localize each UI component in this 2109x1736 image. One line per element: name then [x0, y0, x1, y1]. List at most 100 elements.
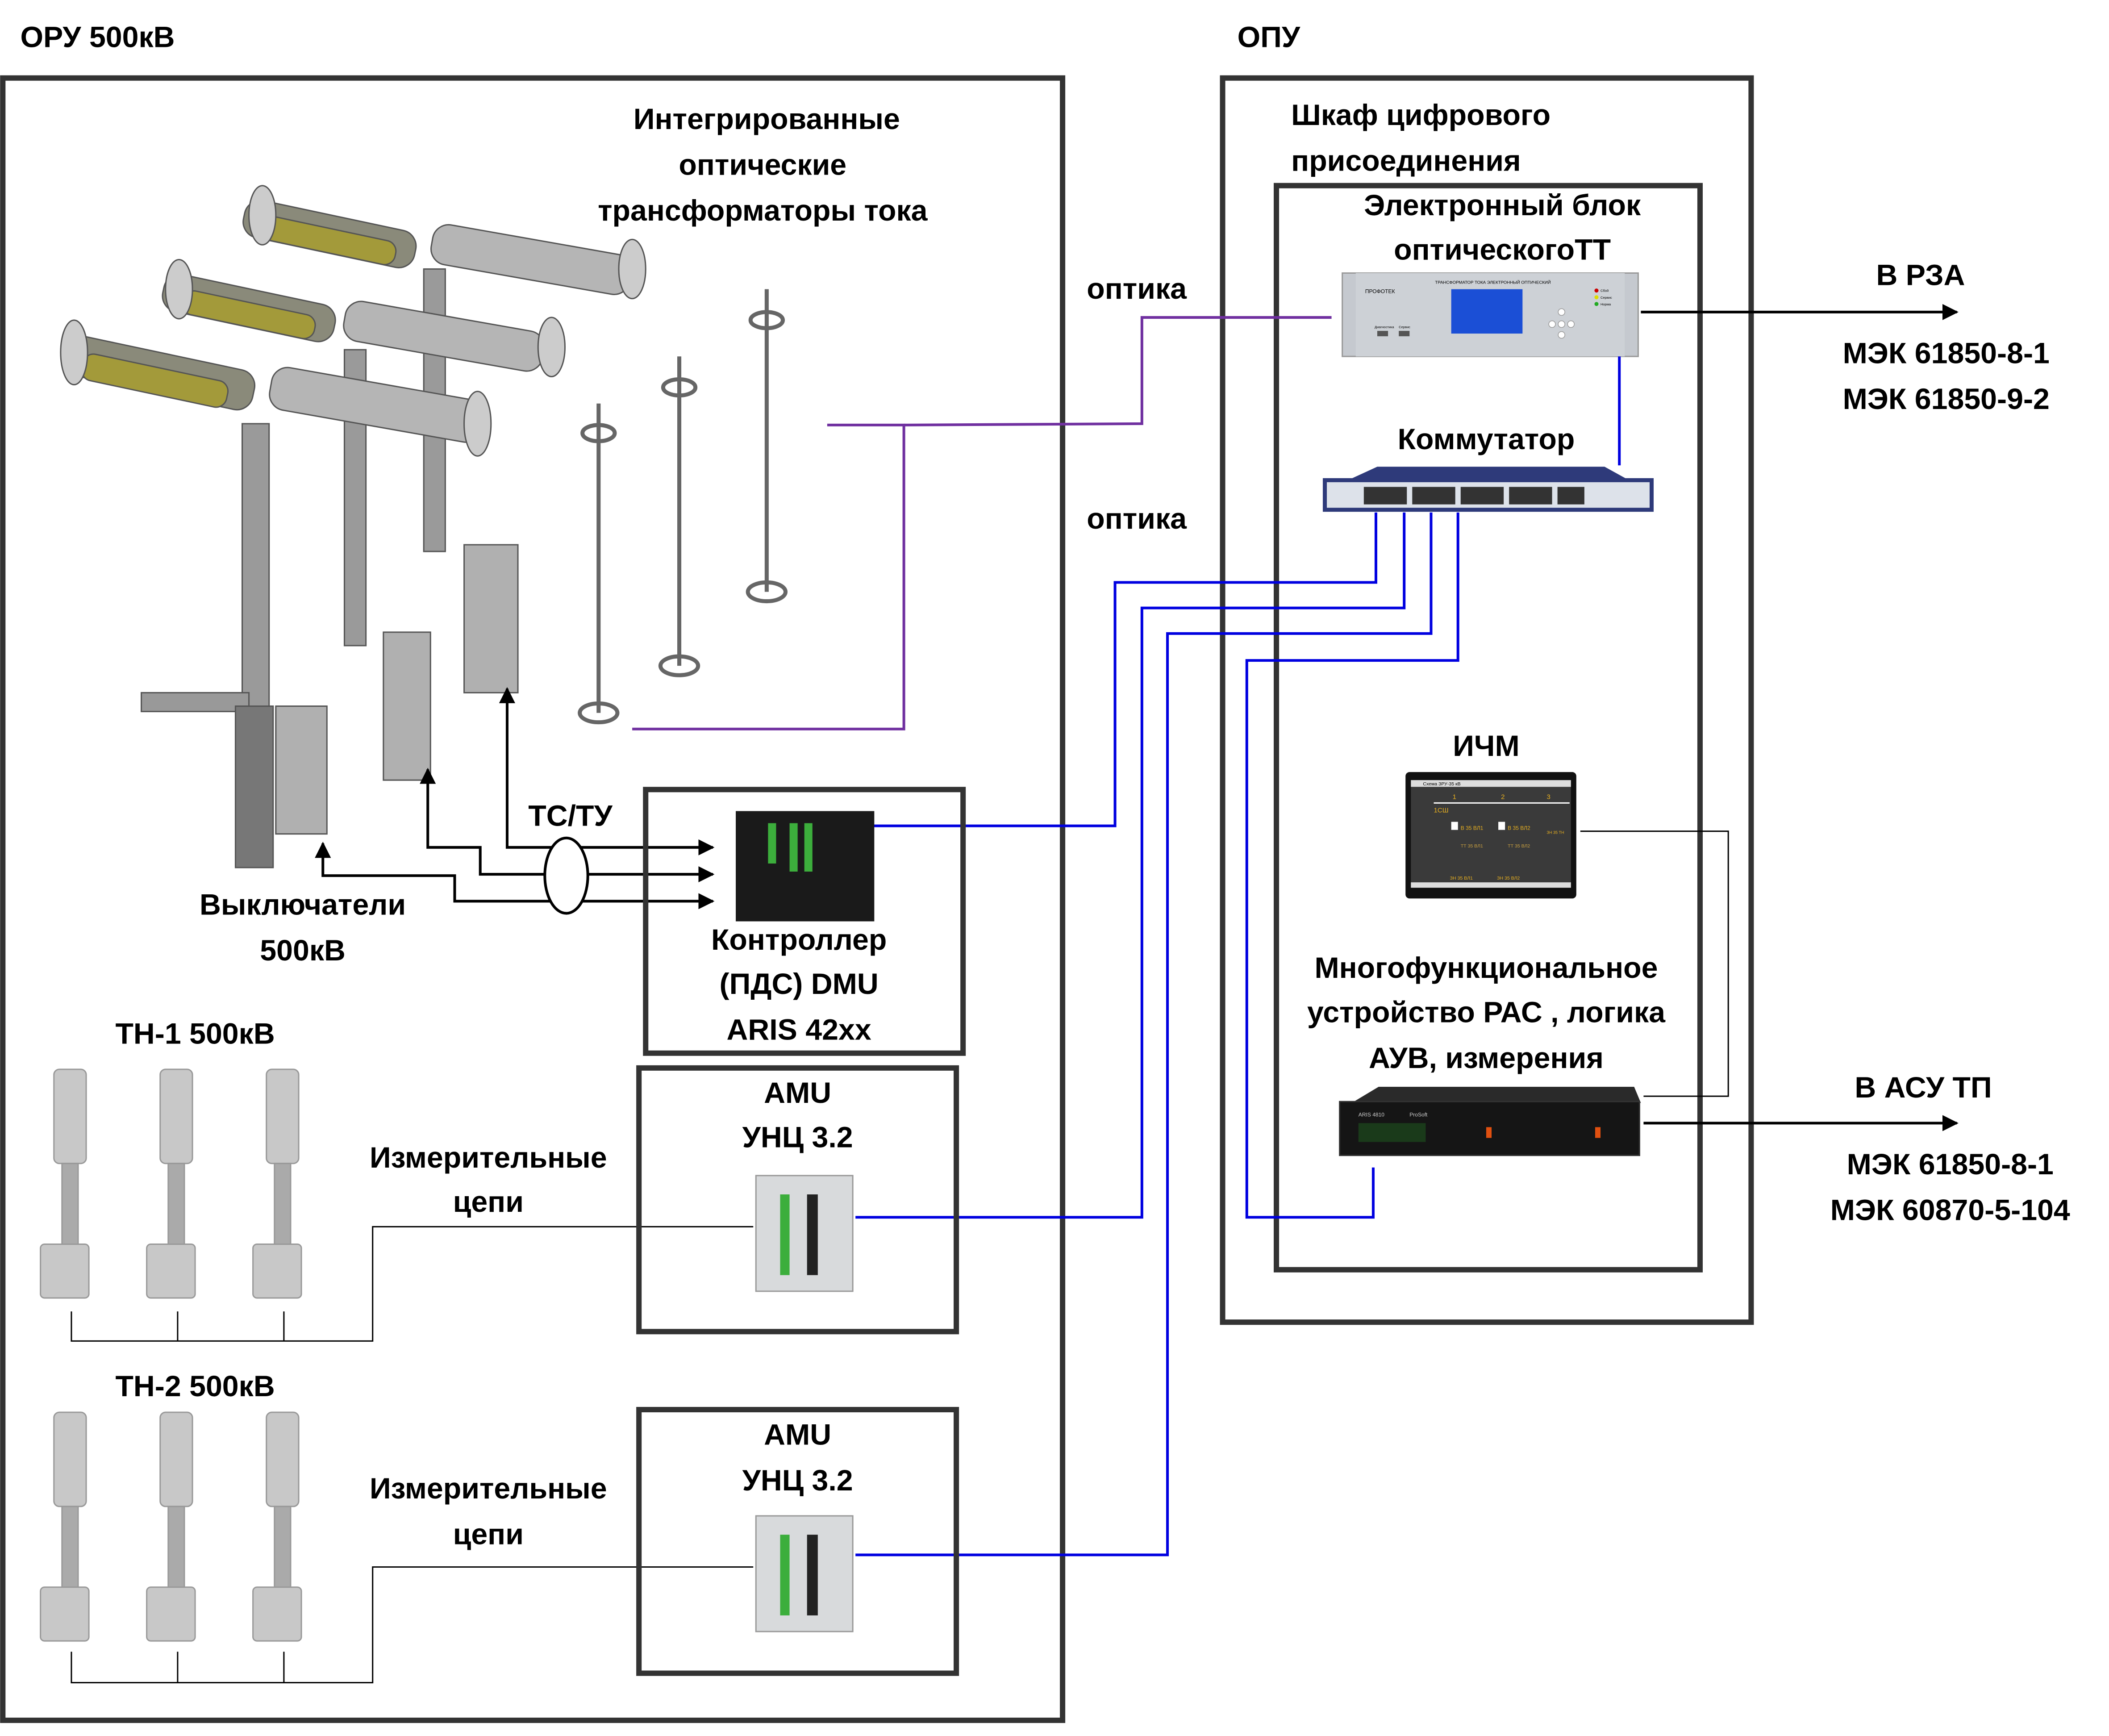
hmi-breaker-2-label: В 35 ВЛ2 [1508, 825, 1530, 831]
vt1-meas-label-line2: цепи [453, 1185, 524, 1219]
vt2-label: ТН-2 500кВ [115, 1370, 275, 1403]
pac-device[interactable]: ARIS 4810 ProSoft [1339, 1087, 1641, 1156]
hmi-window-title: Схема ЗРУ-35 кВ [1423, 781, 1460, 787]
cabinet-frame [1274, 183, 1703, 1273]
ect-port-diag[interactable] [1377, 331, 1388, 337]
ect-display [1451, 289, 1523, 334]
hmi-breaker-1-label: В 35 ВЛ1 [1461, 825, 1484, 831]
hmi-label: ИЧМ [1453, 730, 1519, 763]
cabinet-label-line2: присоединения [1291, 145, 1521, 178]
amu2-device[interactable] [755, 1515, 854, 1632]
hmi-breaker-1[interactable] [1451, 822, 1458, 830]
amu2-label-line2: УНЦ 3.2 [742, 1464, 853, 1497]
hmi-ct-1-label: ТТ 35 ВЛ1 [1461, 843, 1483, 849]
ect-panel-title: ТРАНСФОРМАТОР ТОКА ЭЛЕКТРОННЫЙ ОПТИЧЕСКИ… [1435, 280, 1550, 285]
hmi-pac-line [1580, 830, 1729, 1097]
switch-amu2-ethernet-line [855, 512, 1433, 1557]
hmi-earth-3-label: ЗН 35 ТН [1547, 830, 1564, 835]
hmi-breaker-2[interactable] [1498, 822, 1505, 830]
ect-led-service-label: Сервис [1601, 296, 1612, 300]
hmi-earth-2-label: ЗН 35 ВЛ2 [1497, 876, 1520, 881]
vt1-meas-label-line1: Измерительные [370, 1141, 607, 1174]
asu-title: В АСУ ТП [1855, 1071, 1992, 1104]
amu1-frame [636, 1065, 959, 1335]
hmi-monitor[interactable]: Схема ЗРУ-35 кВ 1 2 3 1СШ В 35 ВЛ1 В 35 … [1405, 772, 1576, 899]
ect-unit-label-line1: Электронный блок [1364, 189, 1641, 222]
svg-text:Контроллер: Контроллер [711, 923, 887, 956]
svg-text:ARIS 42xx: ARIS 42xx [727, 1014, 871, 1047]
pac-label: Многофункциональное устройство РАС , лог… [1307, 951, 1666, 1075]
oru-zone-title: ОРУ 500кВ [20, 21, 175, 54]
svg-text:оптические: оптические [679, 149, 846, 182]
vt2-image[interactable] [40, 1411, 302, 1642]
opu-zone-title: ОПУ [1238, 21, 1300, 54]
optical-ct-image[interactable] [578, 289, 788, 725]
optical-ct-label: Интегрированные оптические трансформатор… [598, 103, 928, 227]
opu-frame [1220, 75, 1754, 1325]
rza-protocol-2: МЭК 61850-9-2 [1843, 383, 2050, 416]
svg-text:(ПДС) DMU: (ПДС) DMU [720, 968, 879, 1001]
switch-controller-ethernet-line [871, 512, 1377, 827]
svg-text:устройство РАС , логика: устройство РАС , логика [1307, 996, 1666, 1029]
hmi-ct-2-label: ТТ 35 ВЛ2 [1508, 843, 1530, 849]
hmi-bay-2: 2 [1501, 793, 1505, 801]
svg-text:АУВ, измерения: АУВ, измерения [1369, 1042, 1604, 1075]
rza-protocol-1: МЭК 61850-8-1 [1843, 337, 2050, 370]
oru-frame [0, 75, 1066, 1723]
ect-port-service[interactable] [1399, 331, 1410, 337]
breakers-label-line2: 500кВ [260, 934, 346, 967]
hmi-bus-label: 1СШ [1434, 806, 1449, 814]
pac-model-label: ARIS 4810 [1359, 1111, 1384, 1118]
tstu-signal-lines [315, 687, 715, 910]
ect-unit-device[interactable]: ТРАНСФОРМАТОР ТОКА ЭЛЕКТРОННЫЙ ОПТИЧЕСКИ… [1342, 272, 1639, 357]
switch-label: Коммутатор [1398, 423, 1575, 456]
optical-fiber-ct-line [632, 423, 905, 730]
switch-pac-ethernet-line [1245, 512, 1459, 1219]
svg-text:Многофункциональное: Многофункциональное [1314, 951, 1658, 985]
ect-panel-brand: ПРОФОТЕК [1365, 288, 1395, 295]
controller-label: Контроллер (ПДС) DMU ARIS 42xx [711, 923, 887, 1047]
vt2-meas-label-line1: Измерительные [370, 1472, 607, 1505]
breakers-label-line1: Выключатели [200, 888, 406, 921]
controller-aris-device[interactable] [736, 811, 875, 922]
vt1-label: ТН-1 500кВ [115, 1018, 275, 1051]
amu1-label-line2: УНЦ 3.2 [742, 1121, 853, 1154]
ect-port-service-label: Сервис [1399, 325, 1410, 329]
rza-title: В РЗА [1876, 259, 1965, 292]
pac-brand-label: ProSoft [1409, 1111, 1428, 1118]
network-switch-device[interactable] [1322, 467, 1654, 512]
ect-led-normal-label: Норма [1601, 302, 1611, 306]
amu1-label-line1: AMU [764, 1077, 831, 1110]
asu-protocol-2: МЭК 60870-5-104 [1830, 1194, 2070, 1227]
optical-fiber-to-ect-line [904, 316, 1332, 426]
controller-frame [643, 787, 966, 1056]
vt1-image[interactable] [40, 1068, 302, 1299]
ect-led-fault-label: Сбой [1601, 289, 1609, 293]
cable-bundle-icon [543, 836, 589, 915]
hmi-earth-1-label: ЗН 35 ВЛ1 [1450, 876, 1473, 881]
ect-unit-label-line2: оптическогоТТ [1394, 233, 1611, 266]
optics-label-2: оптика [1087, 502, 1187, 535]
cabinet-label-line1: Шкаф цифрового [1291, 99, 1550, 132]
ect-led-normal-icon [1594, 302, 1599, 306]
ect-nav-buttons[interactable] [1548, 308, 1575, 339]
vt1-measurement-line [71, 1226, 754, 1342]
svg-text:трансформаторы тока: трансформаторы тока [598, 194, 928, 227]
breakers-500kv-image[interactable] [58, 185, 646, 868]
amu1-device[interactable] [755, 1175, 854, 1292]
vt2-meas-label-line2: цепи [453, 1518, 524, 1551]
vt2-measurement-line [71, 1566, 754, 1684]
amu2-frame [636, 1406, 959, 1676]
optics-label-1: оптика [1087, 272, 1187, 305]
ect-port-diag-label: Диагностика [1375, 325, 1394, 329]
ect-led-fault-icon [1594, 288, 1599, 293]
switch-amu1-ethernet-line [855, 512, 1406, 1219]
ect-led-service-icon [1594, 295, 1599, 300]
amu2-label-line1: AMU [764, 1418, 831, 1451]
tstu-label: ТС/ТУ [528, 800, 613, 833]
hmi-bay-3: 3 [1547, 793, 1550, 801]
asu-protocol-1: МЭК 61850-8-1 [1847, 1148, 2054, 1181]
svg-text:Интегрированные: Интегрированные [634, 103, 900, 136]
